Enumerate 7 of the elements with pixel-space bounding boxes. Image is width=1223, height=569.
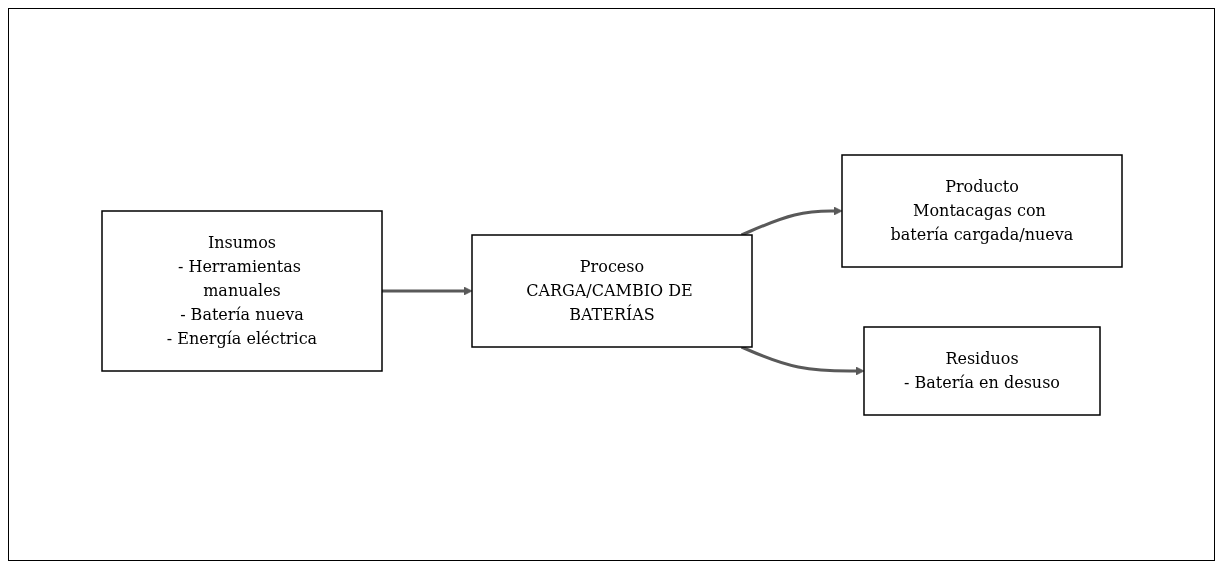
arrow [740,206,842,236]
node-box: Residuos - Batería en desuso [862,325,1101,416]
arrow [381,286,472,295]
node-box: Insumos - Herramientas manuales - Batería nueva - Energía eléctrica [100,209,383,372]
arrow [740,345,864,375]
node-box: Producto Montacagas con batería cargada/nueva [840,153,1123,268]
node-box: Proceso CARGA/CAMBIO DE BATERÍAS [470,233,753,348]
